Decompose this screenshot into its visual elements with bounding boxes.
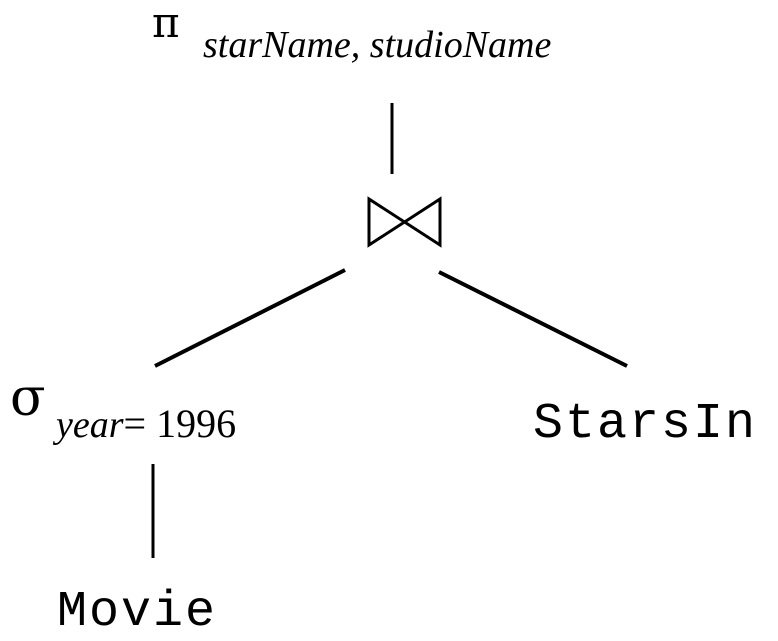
- selection-operator: σ: [10, 368, 46, 428]
- selection-condition-value: = 1996: [123, 401, 237, 446]
- edge-join-selection: [154, 268, 346, 368]
- selection-node: σ: [10, 372, 46, 424]
- projection-attribute-list: starName, studioName: [203, 24, 552, 66]
- join-symbol: [367, 196, 442, 248]
- edge-join-starsin: [438, 270, 628, 368]
- relation-starsin: StarsIn: [533, 396, 758, 453]
- projection-node: π: [152, 2, 180, 44]
- projection-operator: π: [152, 0, 180, 47]
- relation-movie: Movie: [57, 584, 218, 641]
- selection-condition: year= 1996: [56, 401, 237, 446]
- selection-condition-attribute: year: [56, 404, 124, 446]
- projection-attributes: starName, studioName: [203, 26, 551, 64]
